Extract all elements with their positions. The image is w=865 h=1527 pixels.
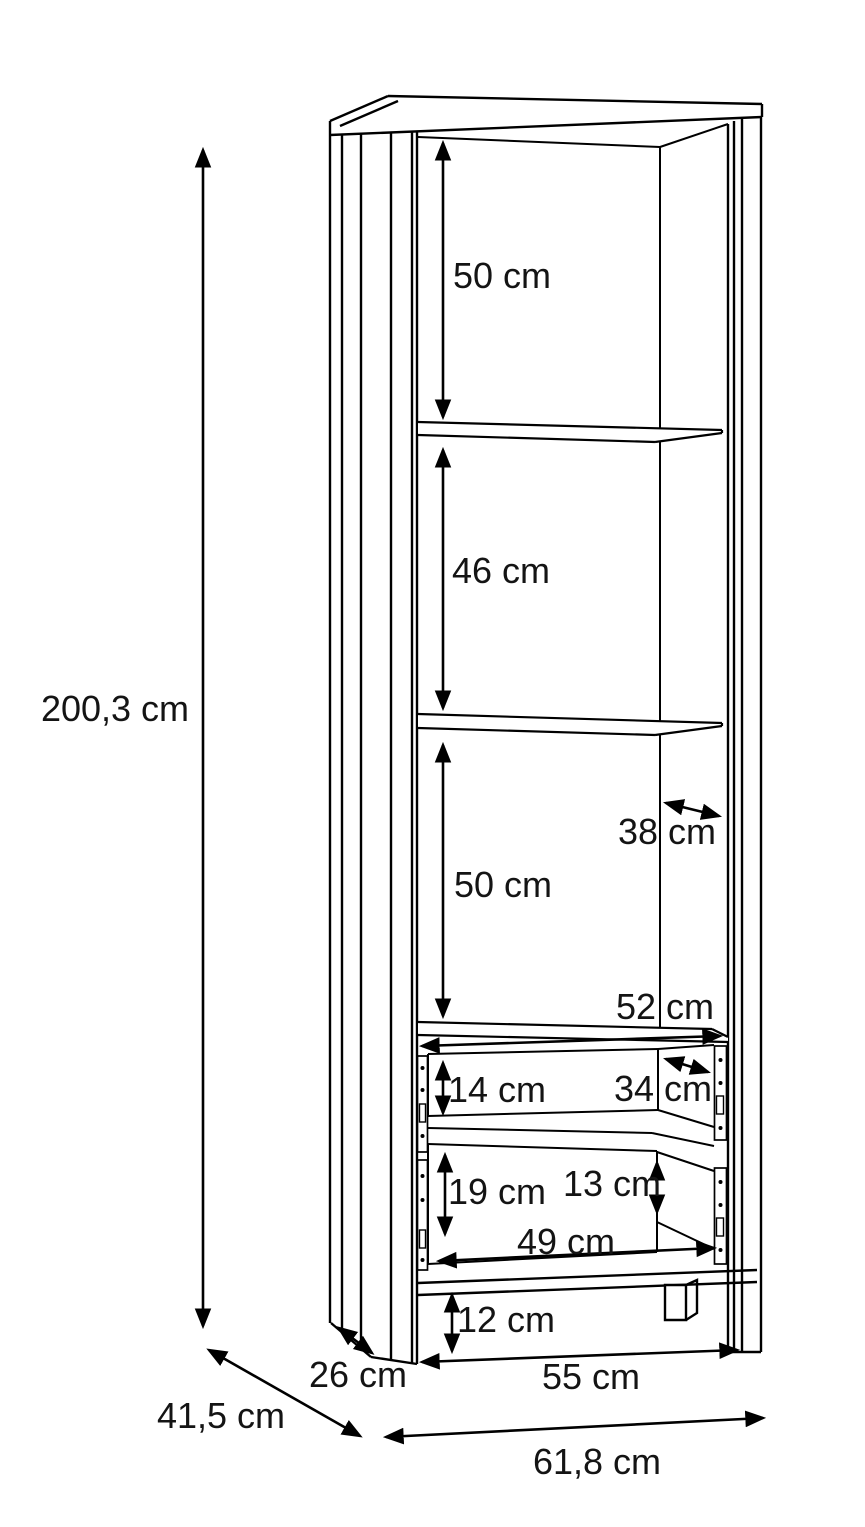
dim-arrow-base-side-depth xyxy=(336,1326,375,1355)
drawer-top-left-runner xyxy=(416,1055,429,1153)
cabinet-left-post xyxy=(328,131,419,1366)
dim-arrow-drawer-top-depth xyxy=(663,1056,711,1075)
dim-arrow-drawer-width xyxy=(435,1240,718,1269)
dim-label-drawer-width: 49 cm xyxy=(517,1221,615,1262)
dim-arrow-interior-width xyxy=(418,1028,724,1054)
dim-label-base-width: 55 cm xyxy=(542,1356,640,1397)
dim-label-plinth-height: 12 cm xyxy=(457,1299,555,1340)
dim-label-total-depth: 41,5 cm xyxy=(157,1395,285,1436)
cabinet-interior-edges xyxy=(417,123,729,1030)
dim-label-total-width: 61,8 cm xyxy=(533,1441,661,1482)
dim-label-drawer-bottom-height: 19 cm xyxy=(448,1171,546,1212)
drawer-bottom-left-runner xyxy=(416,1159,429,1271)
dim-label-compartment-lower: 50 cm xyxy=(454,864,552,905)
shelf-middle xyxy=(417,712,724,737)
drawer-bottom-right-runner xyxy=(713,1167,728,1265)
cabinet-back-foot xyxy=(663,1278,699,1322)
cabinet-bottom-rail xyxy=(417,1268,758,1297)
dim-label-interior-depth: 38 cm xyxy=(618,811,716,852)
dim-label-drawer-top-depth: 34 cm xyxy=(614,1068,712,1109)
dim-label-interior-width: 52 cm xyxy=(616,986,714,1027)
dim-label-drawer-bottom-inner-height: 13 cm xyxy=(563,1163,661,1204)
dim-label-compartment-middle: 46 cm xyxy=(452,550,550,591)
drawer-top-right-runner xyxy=(713,1045,728,1141)
cabinet-right-post xyxy=(726,117,763,1354)
dim-label-base-side-depth: 26 cm xyxy=(309,1354,407,1395)
dim-arrow-total-depth xyxy=(206,1348,363,1438)
cabinet-top-panel xyxy=(328,94,764,137)
shelf-top xyxy=(417,420,724,444)
drawer-bottom xyxy=(416,1143,728,1271)
dim-label-compartment-top: 50 cm xyxy=(453,255,551,296)
dim-label-total-height: 200,3 cm xyxy=(41,688,189,729)
dim-arrow-base-width xyxy=(418,1342,741,1370)
dim-arrow-interior-depth xyxy=(662,799,723,820)
dim-arrow-total-width xyxy=(382,1410,767,1445)
dim-label-drawer-top-height: 14 cm xyxy=(448,1069,546,1110)
